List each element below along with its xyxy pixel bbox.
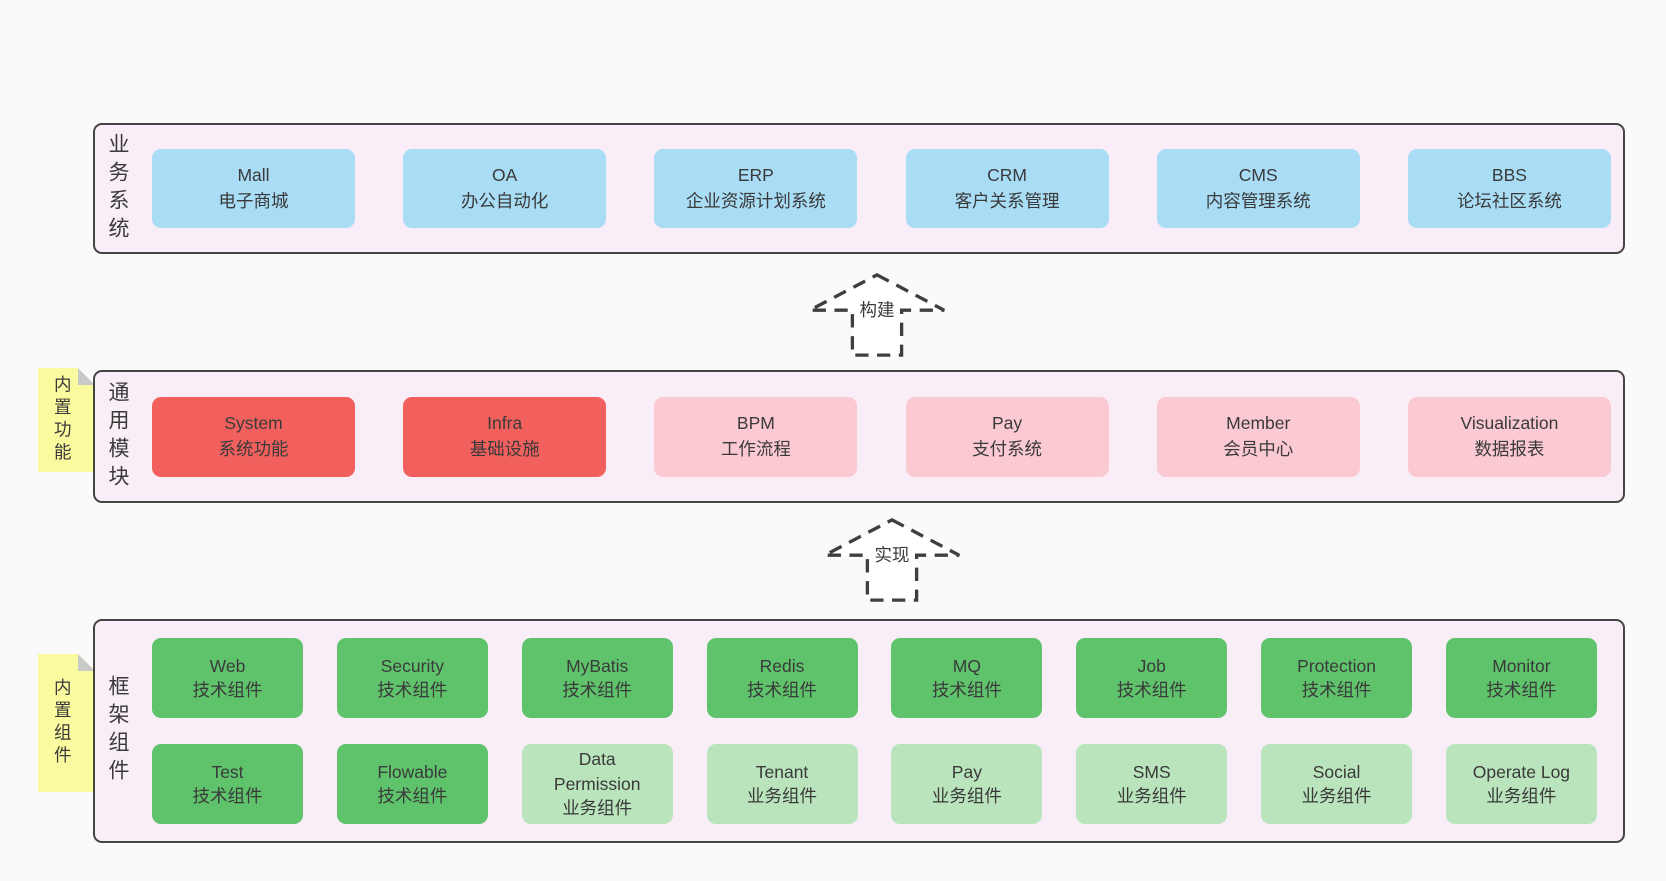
band-content: Web 技术组件 Security 技术组件 MyBatis 技术组件 Redi… xyxy=(152,621,1597,841)
component-row-1: Web 技术组件 Security 技术组件 MyBatis 技术组件 Redi… xyxy=(152,638,1597,718)
band-label-framework-components: 框架组件 xyxy=(106,675,129,787)
band-label-business-systems: 业务系统 xyxy=(106,132,129,245)
box-bpm: BPM 工作流程 xyxy=(654,396,858,477)
box-visualization: Visualization 数据报表 xyxy=(1407,396,1611,477)
box-web: Web 技术组件 xyxy=(152,638,303,718)
box-infra: Infra 基础设施 xyxy=(403,396,607,477)
band-business-systems: 业务系统 Mall 电子商城 OA 办公自动化 ERP 企业资源计划系统 CRM… xyxy=(93,123,1625,254)
box-crm: CRM 客户关系管理 xyxy=(905,149,1109,228)
box-erp: ERP 企业资源计划系统 xyxy=(654,149,858,228)
box-cms: CMS 内容管理系统 xyxy=(1156,149,1360,228)
box-pay-module: Pay 支付系统 xyxy=(905,396,1109,477)
box-test: Test 技术组件 xyxy=(152,744,303,824)
sticky-note-label: 内置组件 xyxy=(52,678,73,768)
box-operate-log: Operate Log 业务组件 xyxy=(1445,744,1597,824)
box-oa: OA 办公自动化 xyxy=(403,149,607,228)
box-social: Social 业务组件 xyxy=(1261,744,1413,824)
box-bbs: BBS 论坛社区系统 xyxy=(1407,149,1611,228)
box-tenant: Tenant 业务组件 xyxy=(706,744,858,824)
arrow-implement-label: 实现 xyxy=(871,541,913,568)
arrow-build: 构建 xyxy=(806,272,948,358)
band-label-common-modules: 通用模块 xyxy=(106,380,129,493)
box-mybatis: MyBatis 技术组件 xyxy=(521,638,673,718)
band-framework-components: 框架组件 Web 技术组件 Security 技术组件 MyBatis 技术组件… xyxy=(93,619,1625,843)
sticky-note-builtin-components: 内置组件 xyxy=(38,654,95,792)
box-data-permission: Data Permission 业务组件 xyxy=(521,744,673,824)
box-system: System 系统功能 xyxy=(152,396,355,477)
box-redis: Redis 技术组件 xyxy=(706,638,858,718)
sticky-note-label: 内置功能 xyxy=(52,375,73,465)
box-mall: Mall 电子商城 xyxy=(152,149,355,228)
component-row-2: Test 技术组件 Flowable 技术组件 Data Permission … xyxy=(152,744,1597,824)
arrow-implement: 实现 xyxy=(821,517,963,603)
band-common-modules: 通用模块 System 系统功能 Infra 基础设施 BPM 工作流程 Pay… xyxy=(93,370,1625,503)
box-mq: MQ 技术组件 xyxy=(891,638,1043,718)
box-security: Security 技术组件 xyxy=(336,638,488,718)
box-protection: Protection 技术组件 xyxy=(1261,638,1413,718)
box-flowable: Flowable 技术组件 xyxy=(336,744,488,824)
arrow-build-label: 构建 xyxy=(856,296,898,323)
box-pay-component: Pay 业务组件 xyxy=(891,744,1043,824)
sticky-note-builtin-features: 内置功能 xyxy=(38,368,95,472)
band-content: Mall 电子商城 OA 办公自动化 ERP 企业资源计划系统 CRM 客户关系… xyxy=(152,125,1611,252)
box-monitor: Monitor 技术组件 xyxy=(1445,638,1597,718)
box-sms: SMS 业务组件 xyxy=(1076,744,1228,824)
box-member: Member 会员中心 xyxy=(1156,396,1360,477)
band-content: System 系统功能 Infra 基础设施 BPM 工作流程 Pay 支付系统… xyxy=(152,372,1611,501)
box-job: Job 技术组件 xyxy=(1076,638,1228,718)
